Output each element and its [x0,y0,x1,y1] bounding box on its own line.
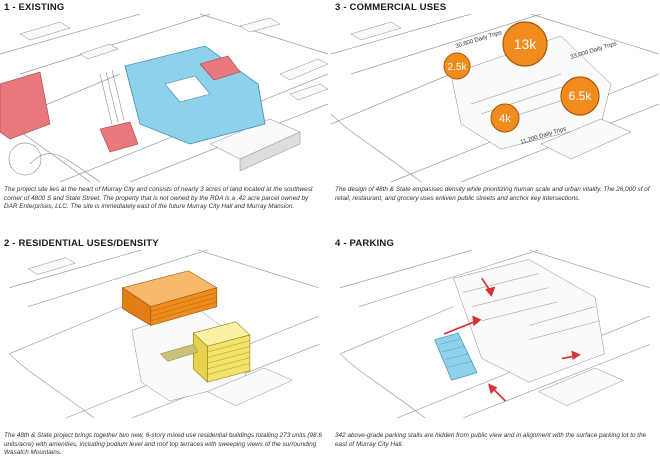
bubble-13k: 13k [502,21,548,67]
map-residential [8,250,319,418]
panel-caption: 342 above-grade parking stalls are hidde… [335,432,647,448]
panel-commercial: 3 - COMMERCIAL USES 30,600 Daily Trips 3… [331,0,659,234]
panel-residential: 2 - RESIDENTIAL USES/DENSITY The 48th & … [0,236,328,470]
panel-title: 3 - COMMERCIAL USES [335,2,447,13]
panel-title: 4 - PARKING [335,238,395,249]
panel-caption: The project site lies at the heart of Mu… [4,186,313,211]
yellow-building [159,321,251,383]
panel-title: 2 - RESIDENTIAL USES/DENSITY [4,238,159,249]
svg-text:4k: 4k [499,113,511,125]
bubble-2-5k: 2.5k [443,52,471,80]
panel-title: 1 - EXISTING [4,2,65,13]
parking-lot [434,332,478,381]
svg-text:2.5k: 2.5k [448,62,468,73]
bubble-6-5k: 6.5k [560,76,600,116]
map-commercial: 30,600 Daily Trips 33,000 Daily Trips 11… [331,14,659,182]
access-arrows [443,277,581,402]
panel-parking: 4 - PARKING 342 above-grade parking stal… [331,236,659,470]
bubble-4k: 4k [490,103,520,133]
trip-label: 30,600 Daily Trips [455,30,503,50]
existing-building [0,71,51,140]
panel-caption: The 48th & State project brings together… [4,432,322,457]
map-existing [0,14,328,182]
panel-caption: The design of 48th & State empasises den… [335,186,650,202]
svg-text:6.5k: 6.5k [569,89,593,103]
map-parking [339,250,650,418]
svg-text:13k: 13k [514,36,538,52]
panel-existing: 1 - EXISTING The project site lies at th… [0,0,328,234]
orange-building [121,270,218,327]
